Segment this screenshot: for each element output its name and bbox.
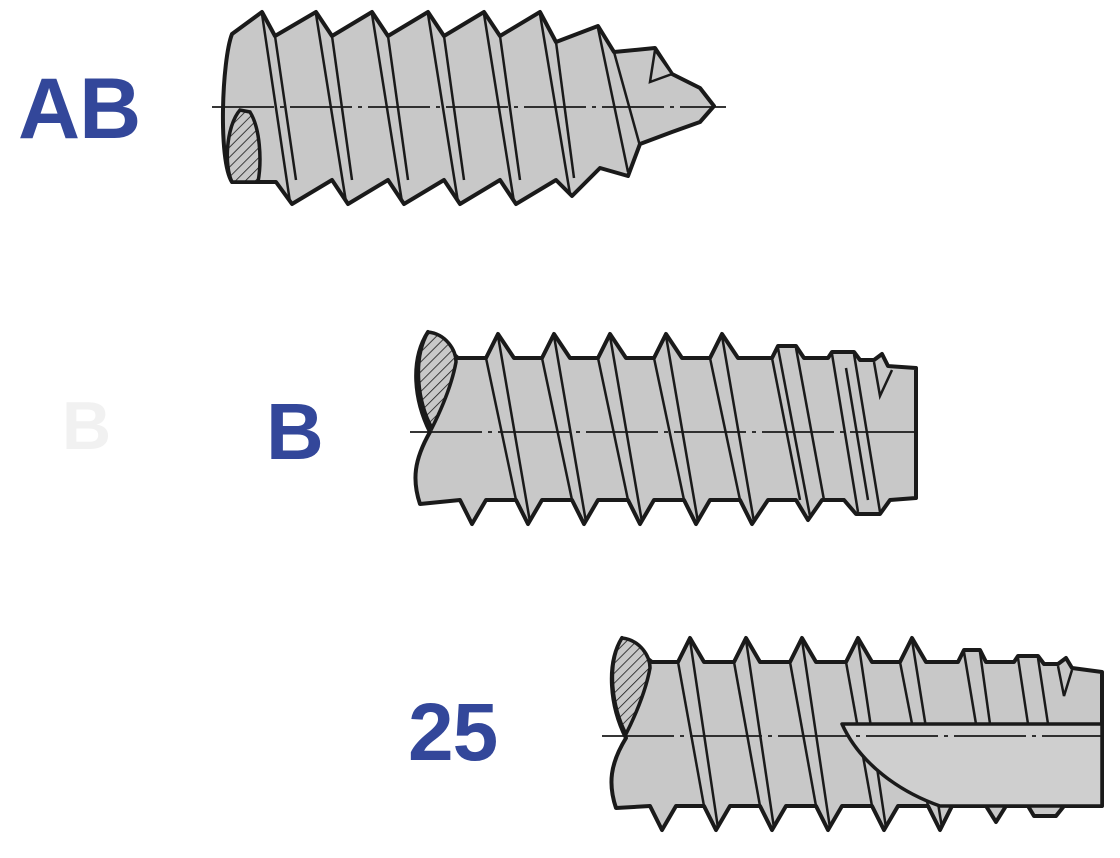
screw-ab-section-hatch xyxy=(225,108,262,184)
screw-ab-body xyxy=(220,10,716,206)
screw-b-drawing xyxy=(410,330,918,526)
type-label-25: 25 xyxy=(408,687,498,778)
screw-b-body xyxy=(413,330,918,526)
type-label-b: B xyxy=(266,387,324,476)
screw-b-thread-lines xyxy=(484,335,894,523)
faint-background-mark: B xyxy=(62,388,112,464)
screw-25-cutting-flute xyxy=(840,722,1104,808)
screw-b-section-hatch xyxy=(416,330,458,432)
screw-ab-drawing xyxy=(212,10,726,206)
screw-ab-thread-lines xyxy=(260,13,674,203)
screw-25-section-hatch xyxy=(610,636,652,738)
screw-25-drawing xyxy=(602,636,1104,832)
type-label-ab: AB xyxy=(18,61,141,157)
